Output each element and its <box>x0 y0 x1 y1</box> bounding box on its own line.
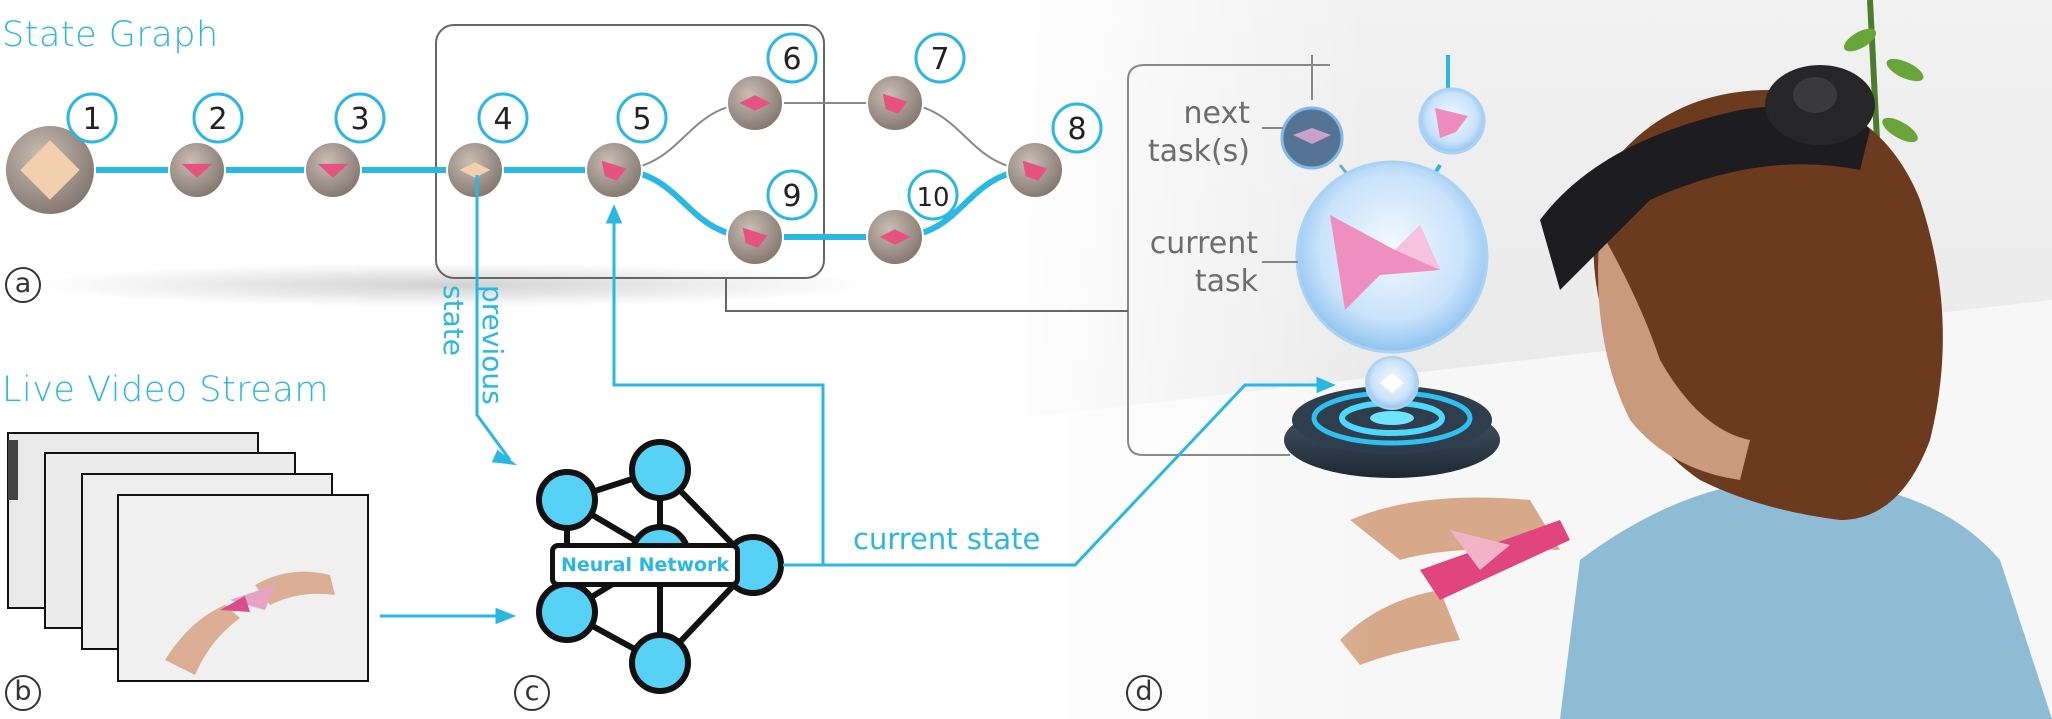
node-label: 5 <box>632 102 651 137</box>
graph-node-1: 1 <box>4 92 118 216</box>
graph-node-6: 6 <box>726 32 818 132</box>
video-stream <box>7 432 369 682</box>
network-to-graph-arrow <box>612 212 825 565</box>
next-label: next <box>1183 96 1250 131</box>
tasks-label: task(s) <box>1147 134 1250 169</box>
node-badge <box>192 92 244 144</box>
node-label: 7 <box>930 42 949 77</box>
node-label: 1 <box>82 102 101 137</box>
graph-node-9: 9 <box>726 169 818 266</box>
node-badge <box>477 92 529 144</box>
ar-overlay <box>1127 55 1500 478</box>
hologram-base <box>1284 386 1500 478</box>
panel-letter-b: b <box>5 675 41 711</box>
panel-letter-c: c <box>514 675 550 711</box>
node-badge <box>766 169 818 221</box>
node-label: 6 <box>782 42 801 77</box>
state-graph: 1 2 3 4 5 6 7 8 9 10 <box>4 24 1128 312</box>
node-badge <box>1051 102 1103 154</box>
current-state-label: current state <box>853 522 1041 556</box>
node-badge <box>616 92 668 144</box>
graph-node-8: 8 <box>1006 102 1103 199</box>
graph-node-3: 3 <box>304 92 386 199</box>
neural-network-label: Neural Network <box>550 543 740 587</box>
state-graph-title: State Graph <box>2 15 219 55</box>
graph-node-7: 7 <box>866 32 966 132</box>
panel-letter-a: a <box>5 267 41 303</box>
node-badge <box>914 32 966 84</box>
node-label: 8 <box>1067 112 1086 147</box>
node-label: 9 <box>782 179 801 214</box>
node-badge <box>334 92 386 144</box>
next-tasks-label: next task(s) <box>1130 95 1250 171</box>
previous-state-arrow <box>475 175 512 461</box>
flow-arrows <box>380 175 1336 625</box>
previous-label: previous <box>476 285 509 405</box>
node-badge <box>907 169 959 221</box>
state-label: state <box>437 285 470 356</box>
graph-node-4: 4 <box>446 92 529 199</box>
graph-node-5: 5 <box>585 92 668 199</box>
panel-letter-d: d <box>1126 675 1162 711</box>
live-video-title: Live Video Stream <box>2 370 329 410</box>
current-label: current <box>1149 226 1258 261</box>
node-label: 10 <box>916 183 949 213</box>
current-task-label: current task <box>1130 225 1258 301</box>
node-label: 4 <box>493 102 512 137</box>
node-label: 2 <box>208 102 227 137</box>
ar-photo <box>1000 0 2052 719</box>
task-label: task <box>1194 264 1258 299</box>
graph-node-10: 10 <box>866 169 959 266</box>
graph-node-2: 2 <box>168 92 244 199</box>
current-state-line <box>783 383 1325 567</box>
node-badge <box>766 32 818 84</box>
node-badge <box>66 92 118 144</box>
node-label: 3 <box>350 102 369 137</box>
graph-highlight-box <box>435 24 825 279</box>
video-frame-current <box>117 494 369 682</box>
